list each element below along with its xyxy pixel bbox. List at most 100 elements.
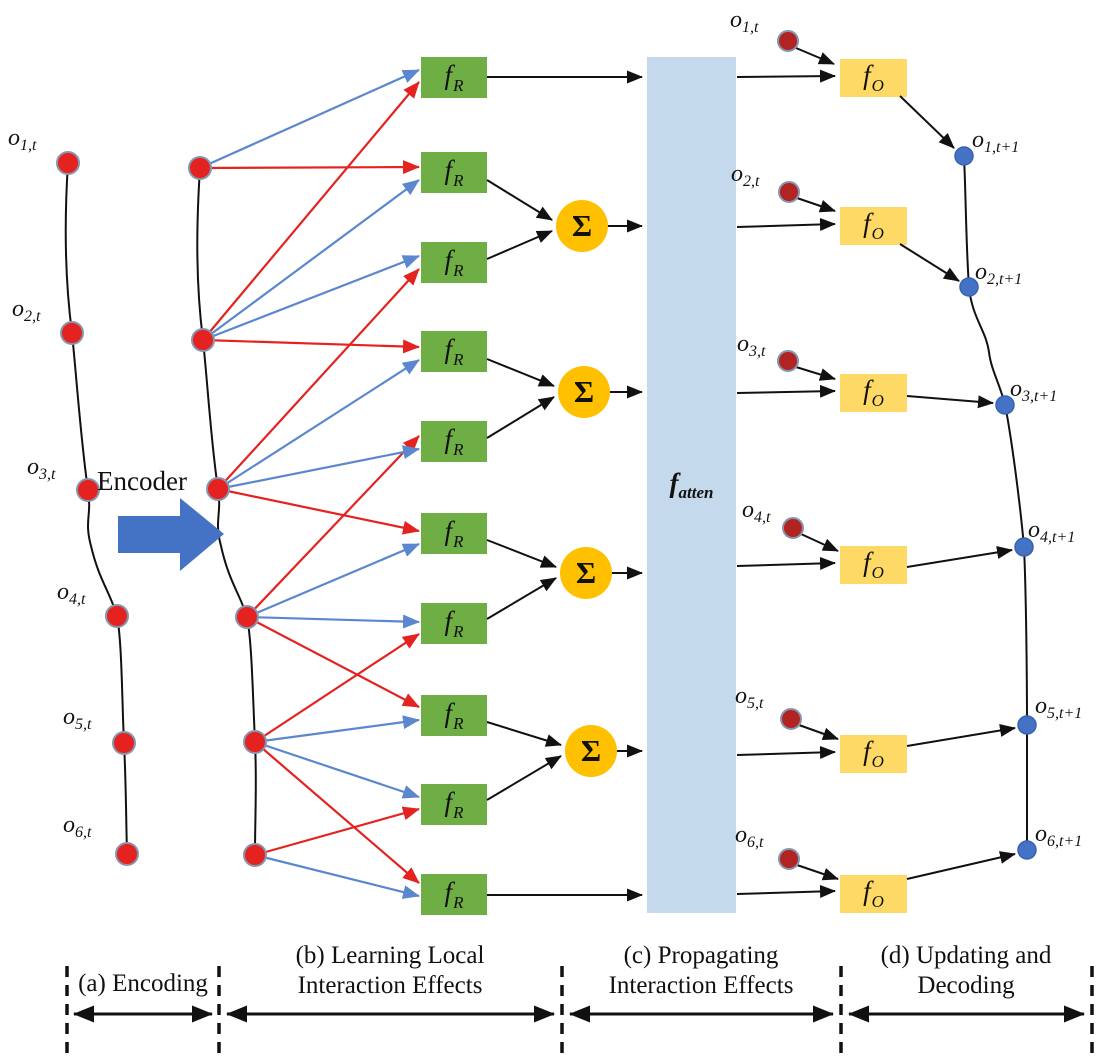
relation-fn-box-9: fR — [421, 784, 487, 825]
arrow-fo3-next3 — [906, 395, 994, 409]
arrow-atten-fo5 — [736, 745, 836, 759]
output-fn-label: fO — [863, 375, 884, 410]
stage-line: (d) Updating and — [880, 942, 1052, 969]
red-edge-a3-fr3 — [217, 268, 420, 490]
arrow-fo6-next6 — [906, 851, 1016, 880]
arrow-atten-fo3 — [736, 384, 836, 398]
relation-fn-box-10: fR — [421, 874, 487, 915]
obs-input-label-3: o3,t — [737, 331, 766, 360]
agent-dot — [115, 842, 139, 866]
arrow-fr5-sum2 — [486, 396, 555, 439]
obs-next-label-4: o4,t+1 — [1028, 517, 1076, 546]
encoded-dot — [206, 477, 230, 501]
blue-edge-a2-fr3 — [202, 254, 420, 342]
obs-next-label-5: o5,t+1 — [1035, 693, 1083, 722]
arrow-atten-fo1 — [736, 69, 836, 83]
blue-edge-a6-fr10 — [254, 853, 420, 899]
encoded-dot — [188, 156, 212, 180]
encoded-dot — [191, 328, 215, 352]
input-dot — [778, 848, 800, 870]
relation-fn-label: fR — [444, 515, 464, 551]
red-edge-a5-fr10 — [254, 741, 420, 884]
agent-dot — [56, 151, 80, 175]
relation-fn-box-3: fR — [421, 242, 487, 283]
input-dot — [782, 517, 804, 539]
encoded-dot — [243, 730, 267, 754]
output-fn-box-1: fO — [840, 59, 907, 97]
next-state-dots — [954, 146, 1037, 860]
arrow-fr7-sum3 — [486, 577, 557, 620]
agent-dots-encoded — [188, 156, 267, 867]
obs-t-label-1: o1,t — [8, 125, 37, 154]
sigma-sum-node-1: Σ — [556, 200, 608, 252]
obs-input-label-4: o4,t — [742, 497, 771, 526]
arrow-obs6-fo6 — [796, 864, 839, 881]
blue-edge-a3-fr5 — [217, 445, 420, 491]
output-fn-box-4: fO — [840, 546, 907, 584]
arrow-obs4-fo4 — [800, 533, 839, 552]
blue-edge-a3-fr4 — [217, 359, 420, 490]
obs-input-label-6: o6,t — [735, 822, 764, 851]
stage-label-updating-decoding: (d) Updating and Decoding — [836, 941, 1096, 1001]
arrow-fo1-next1 — [899, 95, 955, 149]
agent-dot — [76, 478, 100, 502]
arrow-fo4-next4 — [906, 545, 1013, 568]
obs-next-label-3: o3,t+1 — [1010, 376, 1058, 405]
arrow-fr4-sum2 — [486, 358, 555, 387]
obs-t-label-3: o3,t — [27, 454, 56, 483]
red-edge-a4-fr5 — [246, 435, 420, 618]
sigma-icon: Σ — [573, 374, 595, 409]
encoder-arrow-icon — [118, 498, 224, 571]
output-fn-label: fO — [863, 876, 884, 911]
blue-edge-a4-fr6 — [246, 542, 420, 619]
obs-input-label-5: o5,t — [735, 683, 764, 712]
arrow-fr8-sum4 — [486, 721, 562, 747]
sigma-icon: Σ — [575, 555, 597, 590]
stage-line: Interaction Effects — [608, 972, 794, 999]
relation-fn-label: fR — [444, 876, 464, 912]
encoded-dot — [243, 843, 267, 867]
relation-fn-label: fR — [444, 244, 464, 280]
blue-edge-a4-fr7 — [246, 614, 420, 629]
input-dot — [780, 708, 802, 730]
relation-fn-label: fR — [444, 59, 464, 95]
stage-label-propagating: (c) Propagating Interaction Effects — [571, 941, 831, 1001]
output-fn-box-2: fO — [840, 207, 907, 245]
arrow-obs5-fo5 — [798, 724, 839, 741]
obs-t-label-4: o4,t — [57, 579, 86, 608]
attention-fn-block: fatten — [647, 57, 736, 913]
obs-t-label-6: o6,t — [63, 812, 92, 841]
output-fn-box-6: fO — [840, 875, 907, 913]
stage-line: Interaction Effects — [297, 972, 483, 999]
stage-label-encoding: (a) Encoding — [33, 969, 253, 999]
output-fn-label: fO — [863, 208, 884, 243]
blue-edge-a2-fr2 — [202, 179, 420, 341]
relation-fn-label: fR — [444, 605, 464, 641]
arrow-fr3-sum1 — [486, 230, 553, 260]
input-dot — [777, 350, 799, 372]
interaction-edges — [199, 68, 420, 899]
relation-fn-label: fR — [444, 697, 464, 733]
sigma-sum-node-2: Σ — [558, 366, 610, 418]
arrow-atten-fo6 — [736, 884, 836, 898]
agent-dot — [60, 321, 84, 345]
relation-fn-box-7: fR — [421, 603, 487, 644]
arrow-atten-fo4 — [736, 556, 836, 570]
red-edge-a5-fr7 — [254, 633, 420, 743]
blue-edge-a1-fr1 — [199, 68, 420, 170]
obs-input-label-2: o2,t — [731, 161, 760, 190]
stage-line: (b) Learning Local — [295, 942, 485, 969]
arrow-obs2-fo2 — [796, 197, 836, 213]
relation-fn-box-4: fR — [421, 331, 487, 372]
agent-dot — [112, 731, 136, 755]
red-edge-a4-fr8 — [246, 616, 420, 708]
red-edge-a3-fr6 — [217, 487, 420, 535]
sigma-sum-node-4: Σ — [565, 725, 617, 777]
red-edge-a6-fr9 — [254, 806, 420, 857]
arrow-obs1-fo1 — [795, 47, 835, 65]
red-edge-a2-fr4 — [202, 338, 420, 354]
output-fn-label: fO — [863, 60, 884, 95]
red-edge-a2-fr1 — [202, 81, 420, 341]
blue-edge-a5-fr8 — [254, 715, 420, 744]
